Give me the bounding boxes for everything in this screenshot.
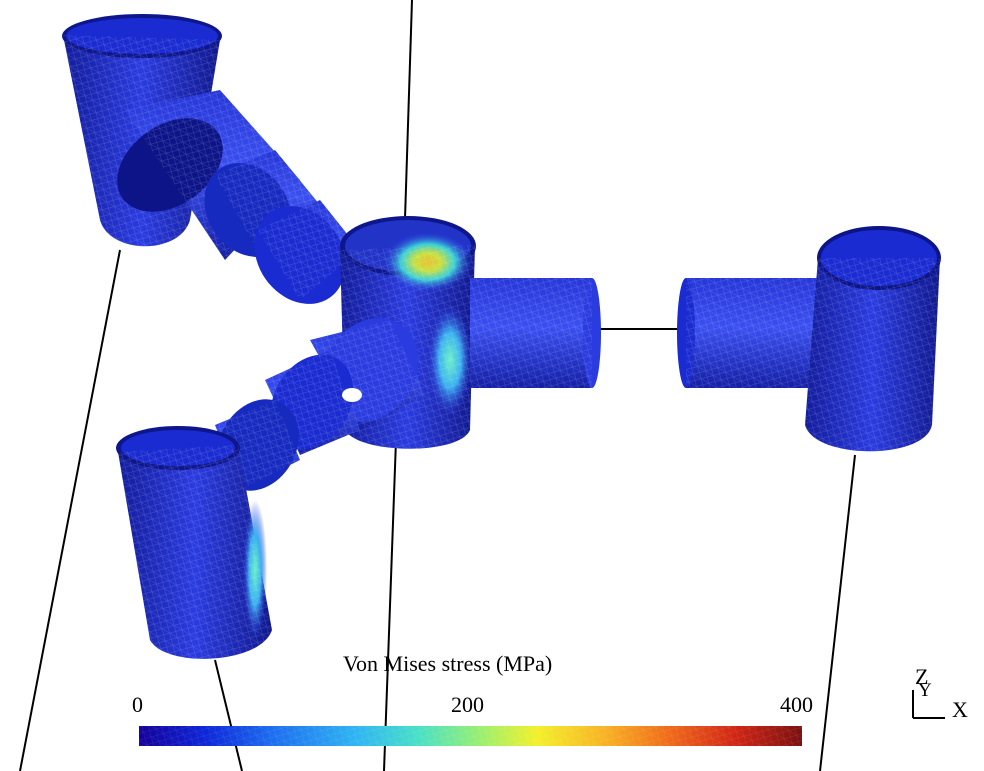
support-line-center: [383, 439, 397, 771]
support-line-lower-left: [214, 659, 243, 771]
colorbar-min-label: 0: [132, 692, 143, 717]
lower-left-pipe-3: [310, 318, 425, 430]
support-lines: [19, 0, 856, 771]
legend-title-text: Von Mises stress (MPa): [343, 651, 553, 676]
right-tee: [805, 226, 941, 452]
upper-left-pipe-3: [254, 200, 360, 304]
axis-y-label: Y: [918, 680, 932, 701]
lower-left-tee: [116, 426, 272, 659]
support-line-top: [403, 0, 413, 251]
central-right-pipe: [470, 278, 601, 388]
axis-x-label: X: [952, 697, 968, 722]
colorbar-mid-label: 200: [451, 692, 484, 717]
axis-z-label: Z: [915, 664, 929, 689]
support-line-left: [19, 249, 121, 771]
right-pipe: [677, 278, 830, 388]
colorbar-max-label: 400: [780, 692, 813, 717]
support-line-right: [819, 454, 856, 771]
axes-triad: [912, 690, 945, 719]
